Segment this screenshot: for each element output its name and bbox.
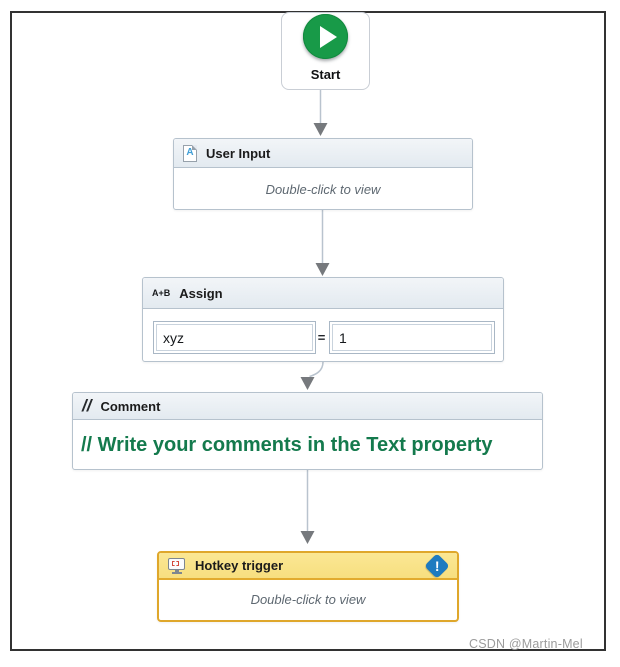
- play-icon: [303, 14, 348, 59]
- monitor-stand: [175, 569, 179, 572]
- activity-title: User Input: [206, 145, 271, 161]
- collapsed-hint: Double-click to view: [265, 181, 381, 197]
- activity-title: Comment: [100, 398, 161, 414]
- assign-to-field[interactable]: xyz: [153, 321, 316, 354]
- activity-hotkey-trigger[interactable]: Hotkey trigger ! Double-click to view: [157, 551, 459, 622]
- monitor-base: [172, 571, 182, 574]
- exclamation-mark: !: [434, 557, 440, 574]
- assign-value-field[interactable]: 1: [329, 321, 495, 354]
- play-triangle-icon: [319, 25, 337, 48]
- activity-hotkey-trigger-header[interactable]: Hotkey trigger !: [159, 552, 457, 580]
- activity-assign-header[interactable]: A+B Assign: [143, 278, 503, 309]
- activity-comment-body[interactable]: // Write your comments in the Text prope…: [73, 420, 542, 470]
- activity-title: Hotkey trigger: [195, 558, 284, 573]
- watermark: CSDN @Martin-Mel: [469, 637, 583, 651]
- collapsed-hint: Double-click to view: [250, 591, 366, 607]
- activity-comment[interactable]: // Comment // Write your comments in the…: [72, 392, 543, 470]
- activity-comment-header[interactable]: // Comment: [73, 393, 542, 420]
- comment-text: // Write your comments in the Text prope…: [81, 433, 493, 456]
- equals-sign: =: [317, 330, 326, 345]
- activity-user-input[interactable]: A User Input Double-click to view: [173, 138, 473, 210]
- validation-error-badge-icon[interactable]: !: [424, 552, 450, 579]
- activity-title: Assign: [179, 285, 223, 301]
- activity-user-input-body[interactable]: Double-click to view: [174, 168, 472, 210]
- start-node[interactable]: Start: [281, 12, 370, 90]
- activity-assign[interactable]: A+B Assign xyz = 1: [142, 277, 504, 362]
- start-label: Start: [310, 67, 341, 82]
- activity-hotkey-trigger-body[interactable]: Double-click to view: [159, 580, 457, 618]
- assign-a-plus-b-icon: A+B: [152, 288, 171, 298]
- comment-double-slash-icon: //: [82, 395, 92, 415]
- monitor-target-region: [172, 560, 179, 566]
- user-input-document-icon: A: [183, 144, 197, 162]
- activity-user-input-header[interactable]: A User Input: [174, 139, 472, 168]
- monitor-icon: [168, 557, 186, 574]
- activity-assign-body: xyz = 1: [143, 309, 503, 362]
- document-fold-corner: [192, 144, 197, 150]
- document-letter: A: [186, 147, 194, 158]
